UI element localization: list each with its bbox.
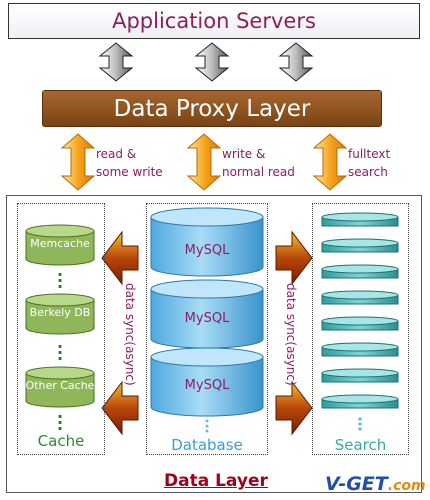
cache-item-berkely-db: Berkely DB: [29, 306, 91, 319]
link-label-right-line2: search: [348, 165, 388, 179]
sync-arrow-right-bottom: [275, 380, 313, 436]
brand-prefix: V-GET: [325, 473, 388, 495]
database-item-mysql-2: MySQL: [184, 311, 230, 326]
sync-arrow-left-top: [101, 230, 139, 286]
cache-cylinders: [25, 224, 95, 408]
cache-panel: [17, 203, 105, 455]
sync-arrow-left-bottom: [101, 380, 139, 436]
link-label-left-line1: read &: [96, 147, 137, 161]
data-proxy-layer-title: Data Proxy Layer: [113, 95, 311, 122]
orange-arrow-right: [312, 133, 348, 191]
search-title: Search: [334, 436, 387, 454]
link-label-left: read & some write: [96, 145, 163, 181]
cache-title: Cache: [37, 432, 85, 450]
cache-ellipsis-3: ...: [56, 403, 64, 434]
search-disk-8: [321, 394, 399, 409]
database-panel: [146, 203, 268, 455]
database-title: Database: [171, 436, 243, 454]
search-disk-6: [321, 342, 399, 357]
database-item-mysql-3: MySQL: [184, 378, 230, 393]
gray-arrow-2: [194, 42, 230, 82]
application-servers-box: Application Servers: [8, 3, 420, 39]
cache-ellipsis-2: ...: [56, 333, 64, 364]
application-servers-title: Application Servers: [112, 9, 316, 33]
search-ellipsis: [358, 417, 362, 431]
cache-item-memcache: Memcache: [30, 237, 90, 250]
data-layer-title: Data Layer: [164, 471, 268, 491]
cache-cylinder-1: [25, 224, 95, 266]
cache-cylinder-2: [25, 293, 95, 335]
search-disk-7: [321, 368, 399, 383]
database-item-mysql-1: MySQL: [184, 243, 230, 258]
brand-suffix: .com: [387, 478, 426, 494]
link-label-center-line2: normal read: [222, 165, 295, 179]
cache-ellipsis-1: ...: [56, 261, 64, 292]
data-layer-frame: [6, 195, 422, 493]
link-label-center: write & normal read: [222, 145, 295, 181]
mysql-cylinder-3: [150, 347, 264, 417]
search-disk-1: [321, 212, 399, 227]
database-cylinders: [150, 207, 264, 433]
orange-arrow-center: [186, 133, 222, 191]
brand-logo: V-GET.com: [325, 473, 426, 495]
search-disks: [321, 212, 399, 431]
search-disk-3: [321, 264, 399, 279]
orange-arrow-left: [60, 133, 96, 191]
search-disk-2: [321, 238, 399, 253]
link-label-center-line1: write &: [222, 147, 266, 161]
cache-item-other-cache: Other Cache: [25, 379, 95, 392]
sync-arrow-right-top: [275, 230, 313, 286]
sync-label-right: data sync(async): [284, 283, 298, 386]
mysql-cylinder-1: [150, 207, 264, 277]
search-disk-4: [321, 290, 399, 305]
cache-cylinder-3: [25, 366, 95, 408]
gray-arrow-3: [278, 42, 314, 82]
link-label-right: fulltext search: [348, 145, 390, 181]
data-proxy-layer-box: Data Proxy Layer: [42, 90, 382, 127]
sync-label-left: data sync(async): [123, 283, 137, 386]
mysql-cylinder-2: [150, 279, 264, 349]
search-disk-5: [321, 316, 399, 331]
gray-arrow-1: [98, 42, 134, 82]
database-ellipsis: [205, 419, 209, 433]
search-panel: [312, 203, 409, 455]
link-label-right-line1: fulltext: [348, 147, 391, 161]
link-label-left-line2: some write: [96, 165, 163, 179]
